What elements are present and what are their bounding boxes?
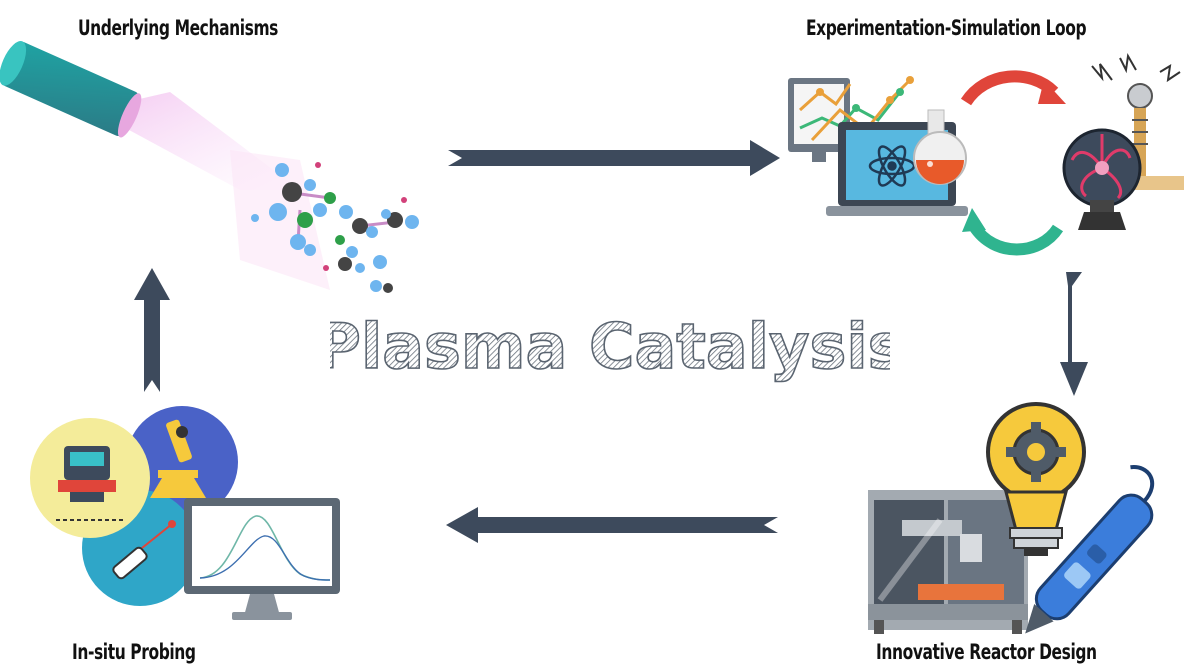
molecules-icon (251, 162, 419, 293)
plasma-ball-icon (1062, 52, 1184, 230)
microscope-icon (150, 419, 206, 498)
stage-label-innovative-reactor-design: Innovative Reactor Design (876, 640, 1097, 664)
lightbulb-gear-icon (986, 402, 1086, 556)
instrument-icon (56, 446, 124, 521)
arrow-bottom (446, 507, 778, 543)
arrow-top (448, 140, 780, 176)
laser-icon (112, 520, 176, 580)
diagram-title: Plasma Catalysis (330, 309, 890, 384)
arrow-right (1060, 272, 1088, 396)
atom-icon (868, 145, 916, 187)
arrow-left (134, 268, 170, 392)
in-situ-probing-illustration (30, 406, 340, 620)
stage-label-underlying-mechanisms: Underlying Mechanisms (78, 16, 278, 40)
stage-label-in-situ-probing: In-situ Probing (72, 640, 196, 664)
reactor-design-illustration (868, 402, 1155, 634)
3d-pen-icon (1025, 465, 1155, 634)
spectrum-monitor-icon (184, 498, 340, 620)
loop-arrow-green (968, 222, 1064, 256)
title-text: Plasma Catalysis (330, 310, 890, 383)
flask-icon (913, 109, 967, 185)
experiment-simulation-illustration (788, 52, 1184, 256)
stage-label-experimentation-simulation-loop: Experimentation-Simulation Loop (806, 16, 1087, 40)
plasma-jet-illustration (0, 41, 419, 293)
